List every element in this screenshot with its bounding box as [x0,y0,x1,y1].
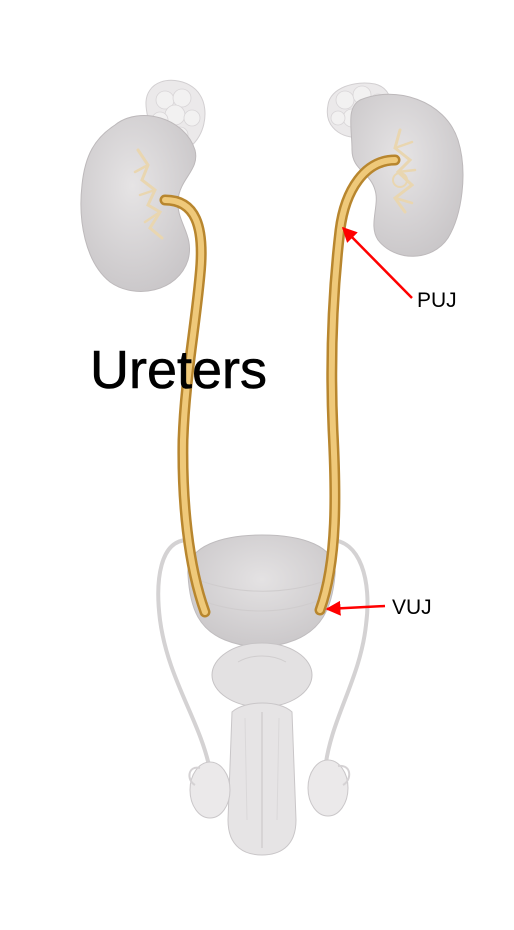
diagram-title: Ureters [90,340,267,400]
puj-label: PUJ [417,289,457,312]
right-kidney [350,93,464,257]
left-ureter [159,194,211,618]
red-arrow-icon [325,600,386,616]
vas-deferens [156,538,370,772]
penis [227,702,297,856]
vuj-label: VUJ [392,596,432,619]
right-testis [307,759,351,817]
prostate [211,642,313,708]
left-testis [188,761,231,819]
right-ureter [314,154,401,616]
red-arrow-icon [341,226,413,299]
left-kidney [80,115,197,292]
bladder [187,534,336,648]
